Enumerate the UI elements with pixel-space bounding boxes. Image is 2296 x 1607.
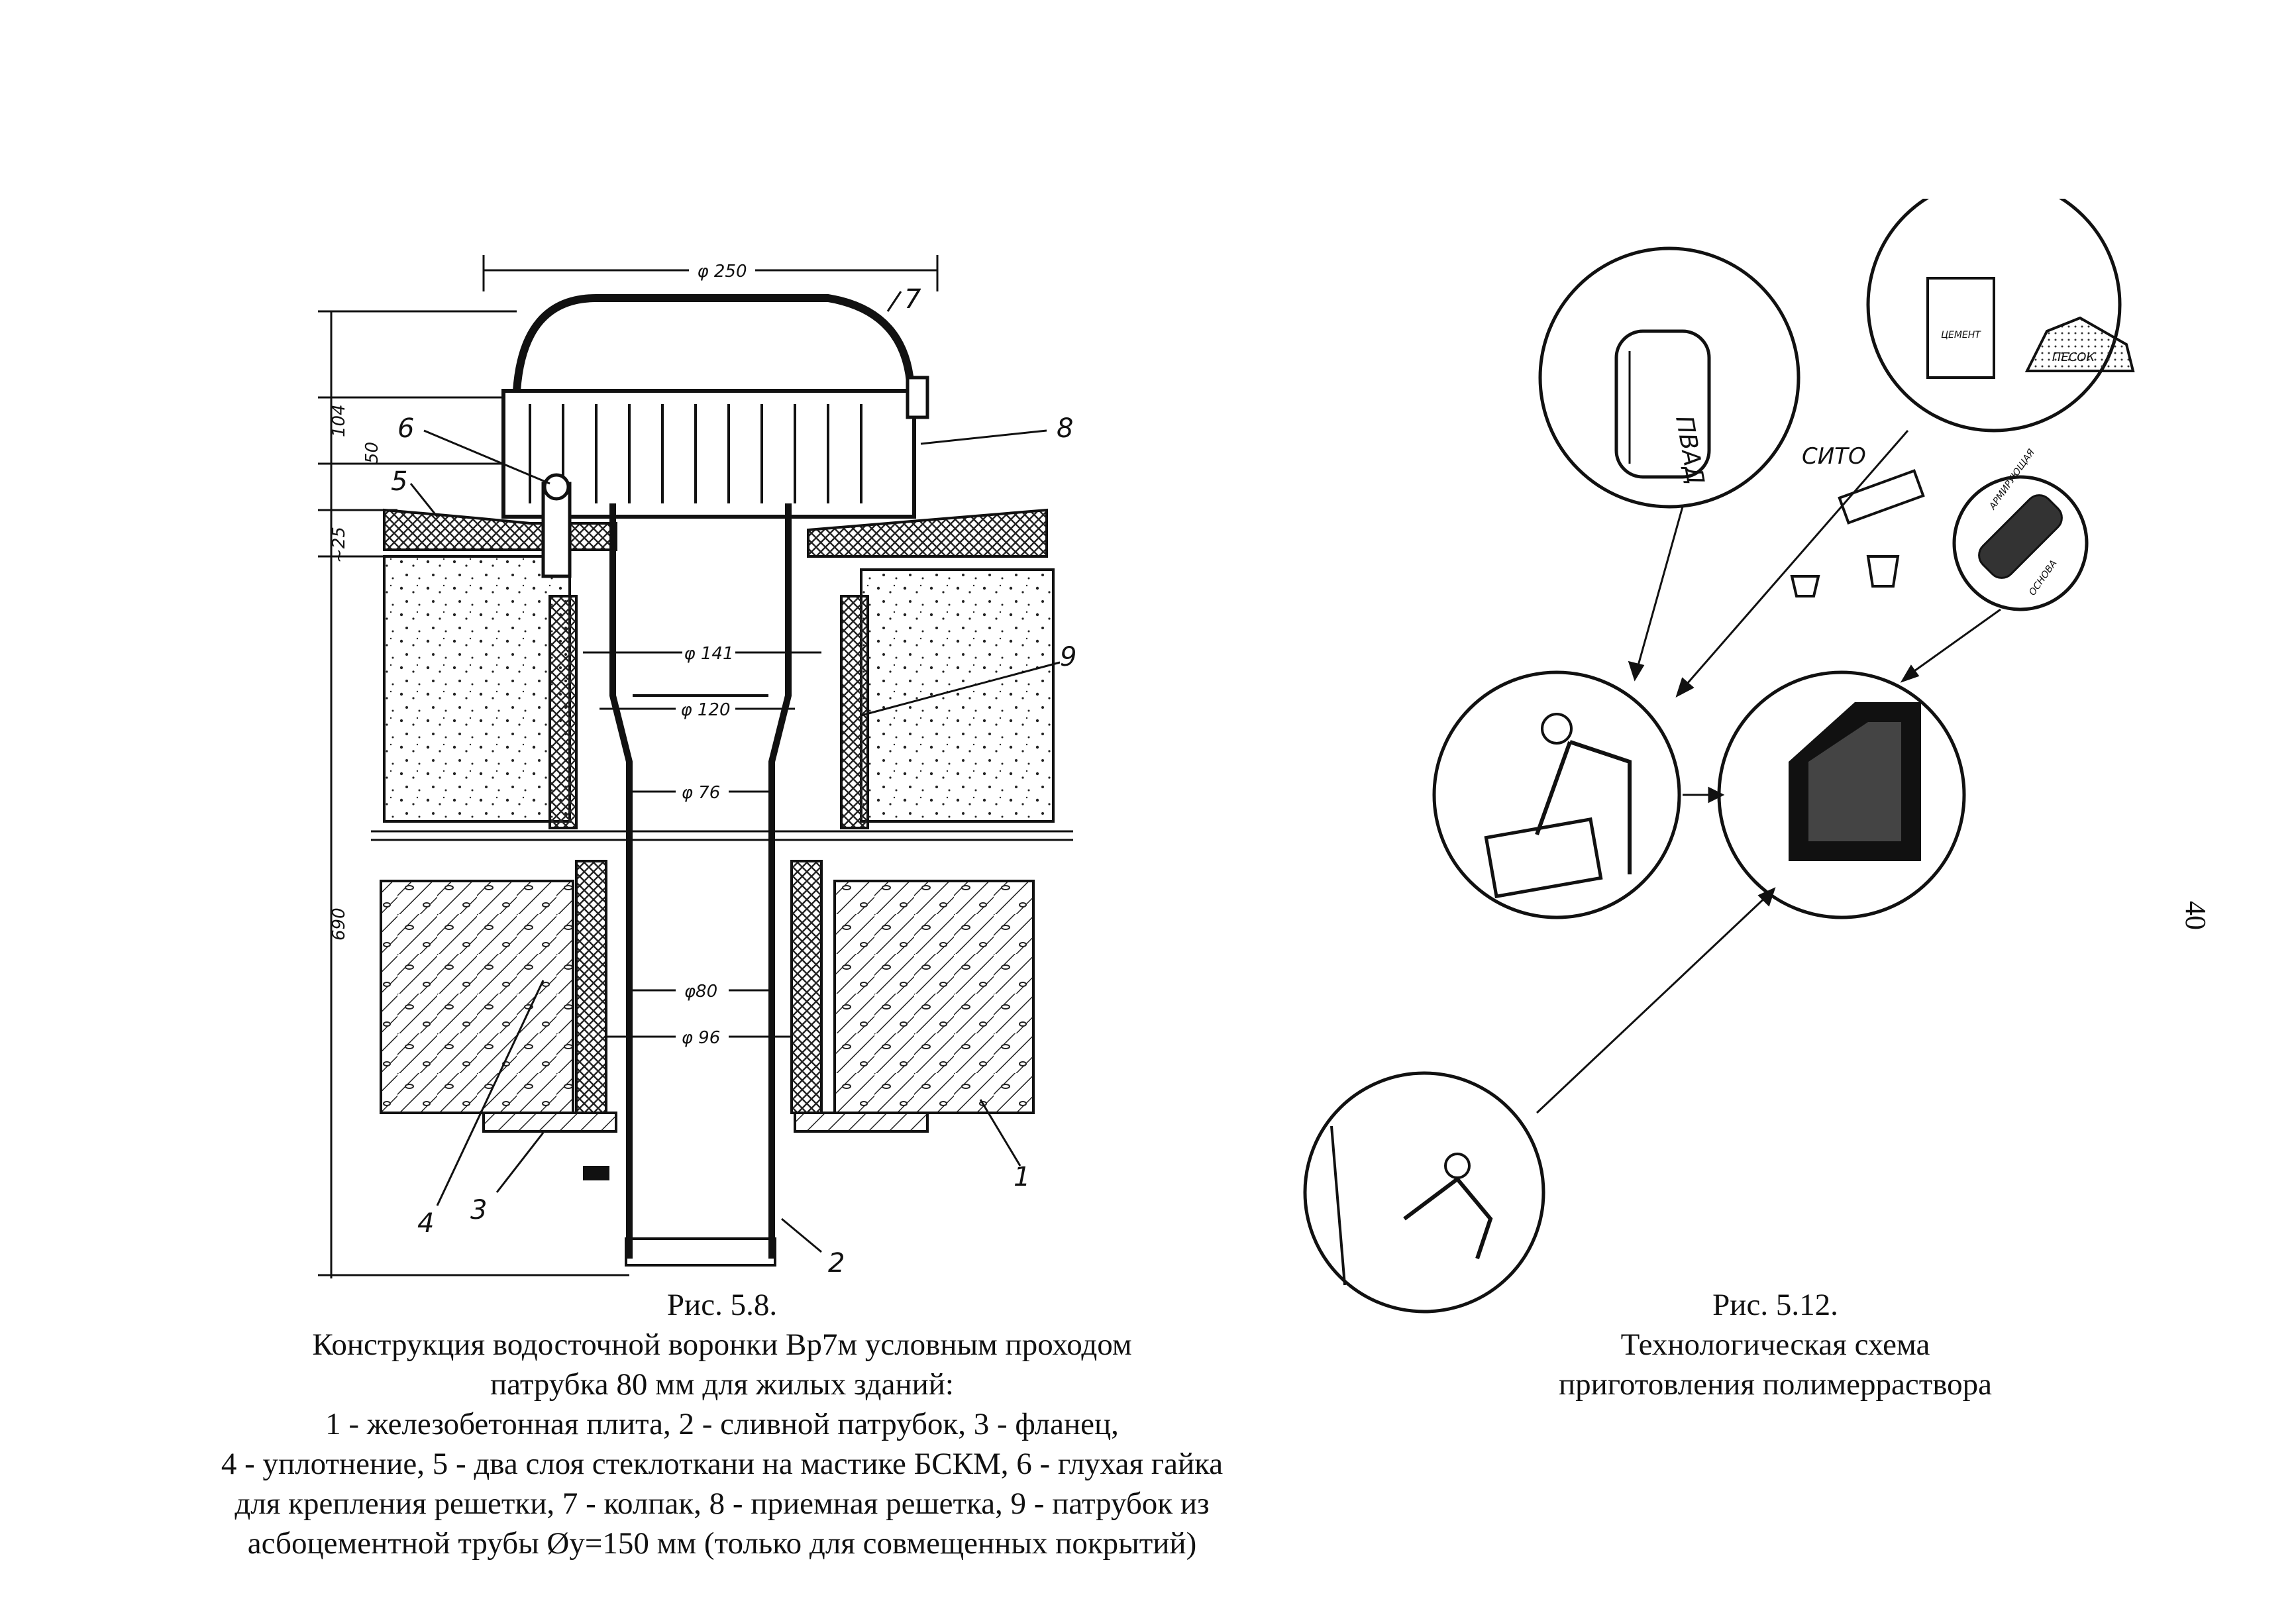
callout-3: 3 [470,1195,487,1225]
caption-number: Рис. 5.8. [666,1288,778,1322]
dim-141: φ 141 [684,644,733,664]
drain-funnel-drawing: φ 250 φ 141 φ 120 φ 76 φ80 φ 96 104 50 ~… [318,255,1076,1278]
callout-5: 5 [391,466,407,497]
caption-line: Технологическая схема [1620,1327,1930,1362]
callout-7: 7 [904,284,921,315]
slab-right [833,880,1035,1114]
insulation-right [860,568,1055,823]
insulation-left [383,555,571,823]
caption-line: для крепления решетки, 7 - колпак, 8 - п… [235,1486,1210,1521]
caption-line: Конструкция водосточной воронки Вр7м усл… [312,1327,1132,1362]
dim-120: φ 120 [680,700,730,720]
label-sieve: СИТО [1802,443,1866,470]
sealing-right [790,860,823,1114]
dim-250: φ 250 [697,262,747,282]
circle-applying [1303,1071,1545,1314]
sealing-left [575,860,607,1114]
label-sand: ПЕСОК [2052,350,2096,364]
slab-left [380,880,574,1114]
caption-number: Рис. 5.12. [1712,1288,1838,1322]
dim-96: φ 96 [682,1028,721,1048]
flange [482,1112,617,1133]
caption-line: 4 - уплотнение, 5 - два слоя стеклоткани… [221,1447,1224,1481]
dim-50: 50 [362,442,382,464]
dim-690: 690 [329,907,349,941]
callout-1: 1 [1014,1162,1030,1192]
asbestos-pipe-left [548,595,578,829]
receiving-grille [501,389,916,519]
page-number: 40 [2179,901,2212,930]
callout-4: 4 [417,1208,434,1239]
polymer-mortar-scheme: ПВАД ЦЕМЕНТ ПЕСОК СИТО АРМИРУЮЩАЯ ОСНОВА [1303,199,2135,1314]
caption-line: 1 - железобетонная плита, 2 - сливной па… [325,1407,1119,1441]
drain-spout [609,503,792,1259]
dim-76: φ 76 [682,783,721,803]
caption-line: асбоцементной трубы Øу=150 мм (только дл… [247,1526,1197,1561]
caption-line: патрубка 80 мм для жилых зданий: [490,1367,954,1402]
figure-5-8-caption: Рис. 5.8. Конструкция водосточной воронк… [79,1285,1365,1563]
callout-2: 2 [828,1248,845,1278]
dim-80: φ80 [684,982,717,1002]
label-cement: ЦЕМЕНТ [1941,330,1981,340]
dim-104: 104 [329,404,349,437]
dim-25: ~25 [329,527,349,563]
callout-8: 8 [1057,413,1073,444]
cap [513,294,915,391]
callout-9: 9 [1060,642,1076,672]
asbestos-pipe-right [840,595,869,829]
callout-6: 6 [397,413,414,444]
caption-line: приготовления полимерраствора [1558,1367,1992,1402]
figure-5-12-caption: Рис. 5.12. Технологическая схема пригото… [1457,1285,2093,1404]
